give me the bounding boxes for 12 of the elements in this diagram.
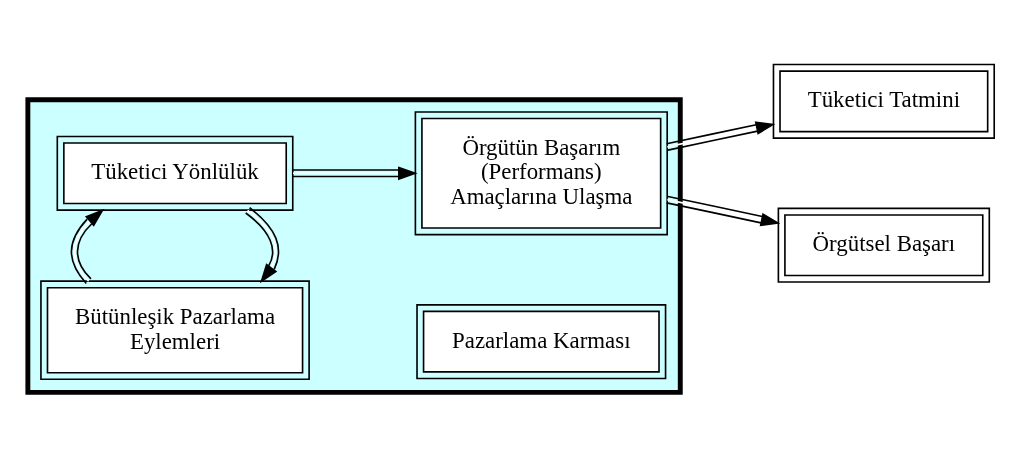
node-box: Pazarlama Karması bbox=[416, 303, 667, 379]
cluster bbox=[25, 96, 683, 395]
arrow bbox=[70, 208, 105, 284]
node-box: Tüketici Yönlülük bbox=[56, 135, 294, 211]
node-box: Tüketici Tatmini bbox=[772, 63, 996, 139]
node-box: Örgütsel Başarı bbox=[777, 207, 991, 283]
arrow bbox=[244, 206, 280, 283]
arrow bbox=[665, 120, 776, 151]
arrow bbox=[292, 165, 418, 180]
node-box: Örgütün Başarım (Performans) Amaçlarına Ulaşma bbox=[414, 110, 668, 235]
node-box: Bütünleşik Pazarlama Eylemleri bbox=[40, 279, 310, 380]
arrow bbox=[665, 195, 781, 226]
